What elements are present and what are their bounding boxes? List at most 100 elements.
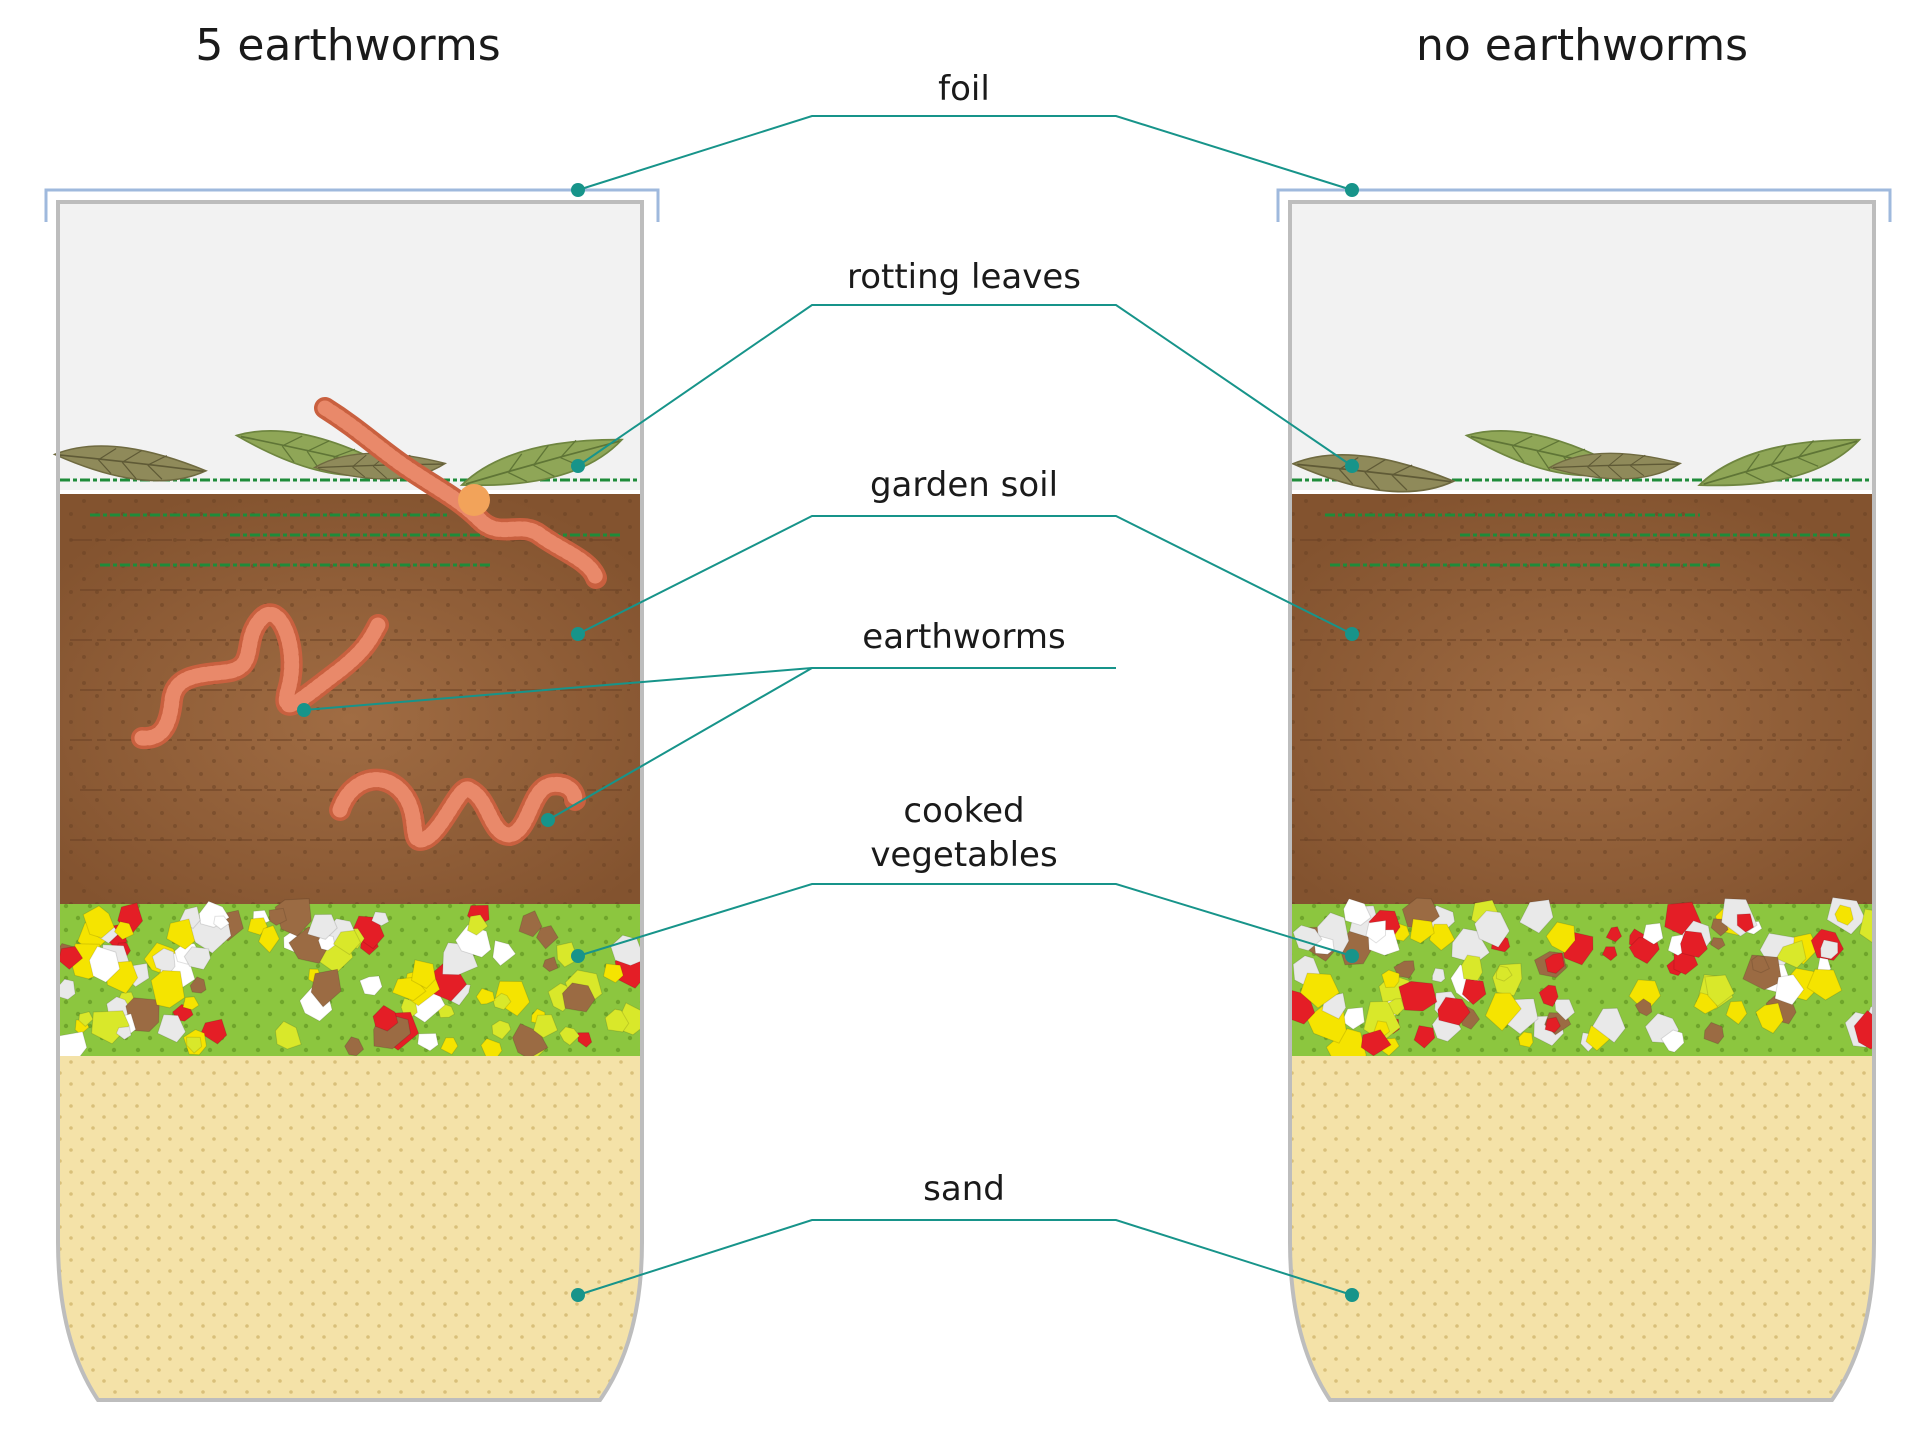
vegetable-piece [1544,1016,1561,1034]
vegetable-piece [82,905,115,939]
vegetable-piece [1601,946,1618,962]
vegetable-piece [602,963,624,984]
vegetable-piece [247,917,268,936]
vegetable-piece [183,946,211,971]
vegetable-piece [1774,974,1805,1006]
vegetable-piece [166,918,196,950]
right-jar-outline [1288,200,1876,1402]
air-space [1290,202,1874,490]
vegetable-piece [1398,980,1438,1012]
vegetable-piece [1461,978,1487,1006]
label-rotting-leaves: rotting leaves [847,257,1081,297]
vegetable-piece [189,976,207,994]
vegetable-piece [1605,926,1623,943]
vegetable-pieces [1290,896,1874,1069]
vegetable-piece [1544,952,1565,974]
leader-rotting-leaves [577,304,1353,467]
label-foil: foil [938,69,990,109]
vegetable-piece [558,1026,581,1046]
label-sand: sand [923,1169,1005,1209]
vegetable-piece [113,921,135,941]
vegetable-piece [200,1018,228,1045]
earthworms [131,397,607,852]
vegetable-piece [1704,974,1735,1007]
vegetable-piece [58,978,76,1001]
vegetable-piece [1806,968,1843,1001]
vegetable-piece [186,1036,203,1054]
vegetable-piece [1679,930,1708,959]
vegetable-piece [1858,908,1874,947]
left-jar-title: 5 earthworms [195,20,500,71]
vegetable-piece [213,915,231,930]
vegetable-piece [1538,984,1559,1008]
marker-worm-2 [541,813,555,827]
vegetable-piece [115,1026,132,1041]
leader-sand [577,1219,1353,1296]
marker-leaves-left [571,459,585,473]
vegetable-piece [532,1014,559,1039]
labels: foil rotting leaves garden soil earthwor… [847,69,1081,1209]
vegetable-piece [78,1011,94,1028]
vegetable-piece [1409,918,1435,944]
vegetable-piece [332,929,362,956]
left-jar-foil [44,188,660,222]
marker-veg-left [571,949,585,963]
vegetable-piece [1642,922,1664,945]
vegetable-piece [1725,1000,1748,1025]
vegetable-piece [1518,899,1554,934]
vegetable-piece [344,1036,365,1057]
vegetable-piece [372,1004,399,1032]
label-earthworms: earthworms [862,617,1065,657]
marker-worm-1 [297,703,311,717]
vegetable-piece [1545,921,1576,954]
left-jar [44,188,660,1402]
label-garden-soil: garden soil [870,465,1058,505]
marker-foil-right [1345,183,1359,197]
vegetable-piece [1703,1021,1725,1045]
right-jar-foil [1276,188,1892,222]
vegetable-piece [1853,1009,1874,1050]
vegetable-piece [561,982,596,1013]
vegetable-piece [1709,936,1726,951]
vegetable-piece [491,1019,512,1040]
vegetable-piece [542,956,559,973]
marker-leaves-right [1345,459,1359,473]
soil-ridges [1300,539,1860,841]
vegetable-piece [518,910,543,938]
vegetable-pieces [58,898,642,1067]
vegetable-piece [466,914,489,936]
label-cooked-vegetables-line1: cooked [903,791,1024,831]
vegetable-piece [1381,969,1400,989]
vegetable-piece [1343,898,1372,926]
vegetable-piece [359,975,383,996]
right-jar [1276,188,1892,1402]
vegetable-piece [1634,998,1653,1017]
vegetable-piece [454,924,492,958]
air-space [58,202,642,490]
vegetable-piece [1365,919,1387,944]
vegetable-piece [1299,972,1340,1009]
vegetable-piece [1736,913,1755,933]
vegetable-piece [1495,965,1513,982]
vegetable-piece [1517,1031,1534,1048]
marker-soil-right [1345,627,1359,641]
marker-veg-right [1345,949,1359,963]
marker-sand-right [1345,1288,1359,1302]
vegetable-piece [1660,1029,1685,1053]
vegetable-piece [58,945,84,970]
vegetable-piece [371,911,390,927]
vegetable-piece [1554,998,1576,1021]
vegetable-piece [1755,1002,1784,1034]
marker-soil-left [571,627,585,641]
vegetable-piece [1775,939,1807,969]
vegetable-piece [492,939,517,967]
vegetable-piece [1474,910,1511,948]
vegetable-piece [440,1037,459,1056]
leader-garden-soil [577,515,1353,635]
leader-earthworms [303,667,1116,821]
vegetable-piece [1437,996,1471,1026]
vegetable-piece [310,968,342,1008]
vegetable-piece [1431,967,1446,983]
vegetable-piece [1413,1025,1436,1049]
